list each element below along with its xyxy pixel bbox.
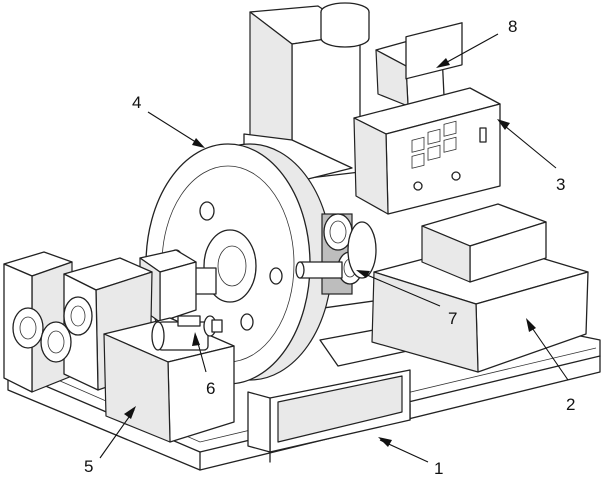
callout-3: 3 — [556, 175, 565, 194]
control-cabinet — [353, 22, 501, 215]
gearbox — [3, 251, 235, 443]
callout-1: 1 — [434, 459, 443, 478]
callout-8: 8 — [508, 17, 517, 36]
callout-2: 2 — [566, 395, 575, 414]
motor-assembly — [243, 2, 445, 183]
callout-4: 4 — [132, 93, 141, 112]
gear-train — [295, 213, 377, 295]
callout-7: 7 — [448, 309, 457, 328]
callout-6: 6 — [206, 379, 215, 398]
leader-lines — [99, 33, 569, 463]
right-housing-box — [371, 203, 589, 373]
callout-5: 5 — [84, 457, 93, 476]
callout-labels: 1 2 3 4 5 6 7 8 — [84, 17, 575, 478]
